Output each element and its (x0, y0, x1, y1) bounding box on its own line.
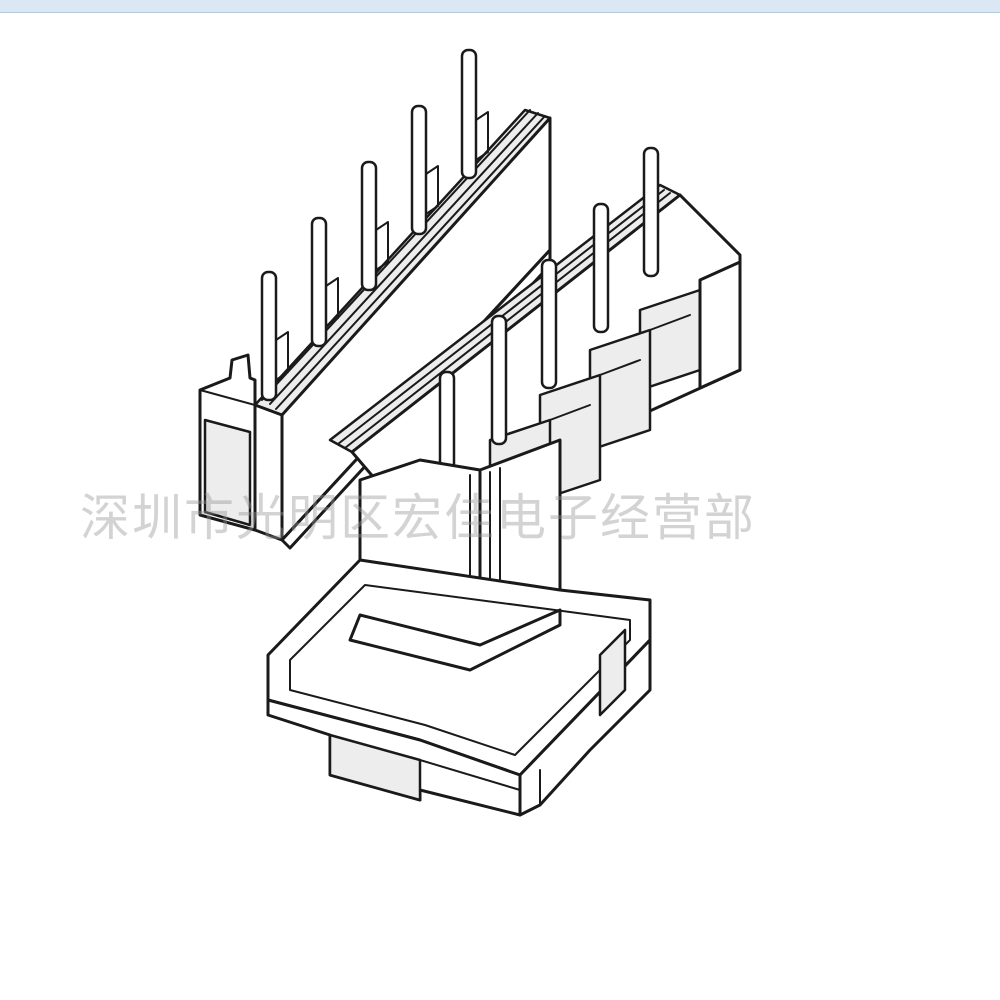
top-strip (0, 0, 1000, 13)
left-rail-pins (260, 48, 489, 402)
base-flange (266, 558, 652, 817)
